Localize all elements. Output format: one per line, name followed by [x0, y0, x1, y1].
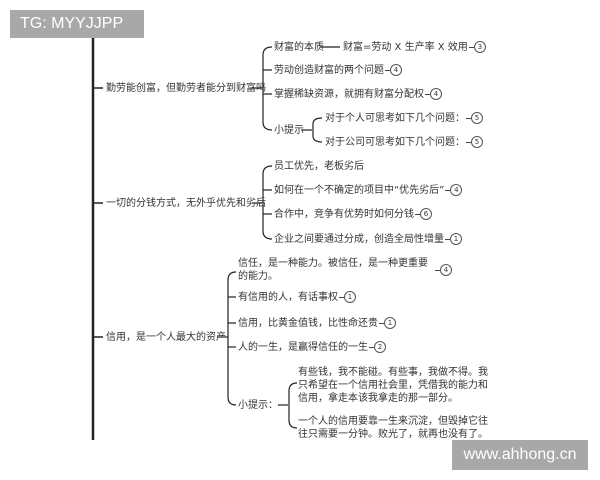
- count-badge[interactable]: 4: [425, 88, 442, 100]
- node-label: 信任，是一种能力。被信任，是一种更重要的能力。: [238, 258, 428, 282]
- count-badge[interactable]: 1: [379, 317, 396, 329]
- branch-node[interactable]: 一切的分钱方式，无外乎优先和劣后: [106, 198, 266, 209]
- branch-node[interactable]: 勤劳能创富，但勤劳者能分到财富吗: [106, 83, 266, 94]
- count-badge[interactable]: 4: [445, 184, 463, 196]
- count-badge[interactable]: 6: [415, 208, 432, 220]
- watermark-site: www.ahhong.cn: [452, 440, 588, 470]
- watermark-tg: TG: MYYJJPP: [10, 10, 144, 38]
- count-badge[interactable]: 5: [466, 136, 483, 148]
- node-label: 员工优先，老板劣后: [274, 161, 364, 172]
- child-node[interactable]: 信任，是一种能力。被信任，是一种更重要的能力。 4: [238, 257, 452, 283]
- count-badge[interactable]: 1: [445, 233, 462, 245]
- node-label: 人的一生，是赢得信任的一生: [238, 342, 368, 353]
- node-label: 合作中，竞争有优势时如何分钱: [274, 209, 414, 220]
- node-label: 信用，比黄金值钱，比性命还贵: [238, 318, 378, 329]
- child-node[interactable]: 对于公司可思考如下几个问题：5: [325, 136, 483, 149]
- tip-text[interactable]: 一个人的信用要靠一生来沉淀，但毁掉它往往只需要一分钟。败光了，就再也没有了。: [298, 416, 488, 440]
- count-badge[interactable]: 5: [466, 112, 483, 124]
- node-label: 如何在一个不确定的项目中“优先劣后”: [274, 185, 445, 196]
- node-label: 对于公司可思考如下几个问题：: [325, 137, 465, 148]
- tip-text[interactable]: 有些钱，我不能碰。有些事，我做不得。我只希望在一个信用社会里，凭借我的能力和信用…: [298, 367, 488, 404]
- node-label: 财富=劳动 X 生产率 X 效用: [343, 42, 468, 53]
- node-label: 掌握稀缺资源，就拥有财富分配权: [274, 89, 424, 100]
- child-node[interactable]: 对于个人可思考如下几个问题：5: [325, 112, 483, 125]
- node-label: 劳动创造财富的两个问题: [274, 65, 384, 76]
- count-badge[interactable]: 2: [369, 341, 386, 353]
- count-badge[interactable]: 4: [435, 264, 452, 276]
- child-node[interactable]: 财富的本质: [274, 41, 324, 54]
- branch-node[interactable]: 信用，是一个人最大的资产: [106, 332, 226, 343]
- child-node[interactable]: 小提示: [274, 125, 304, 136]
- count-badge[interactable]: 1: [339, 291, 356, 303]
- node-label: 对于个人可思考如下几个问题：: [325, 113, 465, 124]
- count-badge[interactable]: 4: [385, 64, 402, 76]
- node-label: 财富的本质: [274, 42, 324, 53]
- node-label: 有信用的人，有话事权: [238, 292, 338, 303]
- node-label: 企业之间要通过分成，创造全局性增量: [274, 234, 444, 245]
- child-node[interactable]: 小提示：: [238, 400, 278, 411]
- child-node[interactable]: 如何在一个不确定的项目中“优先劣后”4: [274, 184, 463, 197]
- child-node[interactable]: 员工优先，老板劣后: [274, 160, 364, 173]
- count-badge[interactable]: 3: [468, 41, 486, 53]
